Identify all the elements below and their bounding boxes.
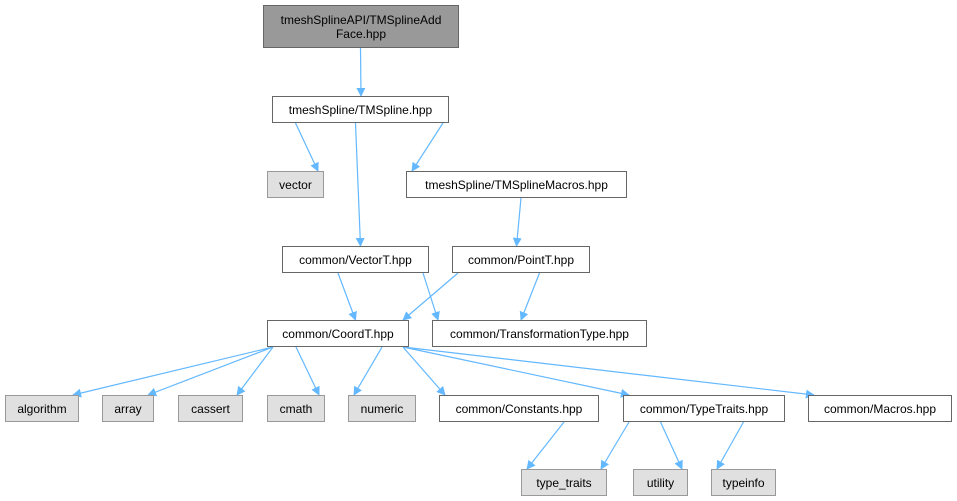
edge-vectort-to-coordt	[337, 272, 357, 321]
node-pointt[interactable]: common/PointT.hpp	[452, 246, 590, 273]
node-typeinfo-label: typeinfo	[722, 475, 765, 490]
edge-typetraits-to-typeinfo	[716, 421, 745, 470]
edge-pointt-to-coordt	[402, 272, 459, 321]
node-vector: vector	[267, 171, 324, 198]
node-macros-label: common/Macros.hpp	[823, 401, 937, 416]
edge-coordt-to-typetraits	[402, 346, 630, 398]
node-numeric: numeric	[348, 395, 416, 422]
node-vectort-label: common/VectorT.hpp	[299, 252, 412, 267]
node-pointt-label: common/PointT.hpp	[467, 252, 575, 267]
node-constants[interactable]: common/Constants.hpp	[439, 395, 599, 422]
node-coordt-label: common/CoordT.hpp	[282, 326, 394, 341]
node-array: array	[102, 395, 154, 422]
node-type-traits: type_traits	[521, 469, 607, 496]
node-macros[interactable]: common/Macros.hpp	[808, 395, 952, 422]
node-transformationtype[interactable]: common/TransformationType.hpp	[432, 320, 647, 347]
node-root-file[interactable]: tmeshSplineAPI/TMSplineAdd Face.hpp	[263, 5, 459, 48]
node-cassert-label: cassert	[191, 401, 230, 416]
edge-tmspline-to-tmsplinemacros	[411, 122, 444, 172]
edge-coordt-to-algorithm	[72, 346, 274, 398]
node-tmspline[interactable]: tmeshSpline/TMSpline.hpp	[272, 96, 449, 123]
node-typeinfo: typeinfo	[711, 469, 776, 496]
node-numeric-label: numeric	[360, 401, 404, 416]
edge-pointt-to-transformationtype	[519, 272, 541, 321]
node-typetraits-label: common/TypeTraits.hpp	[639, 401, 769, 416]
node-utility-label: utility	[646, 475, 675, 490]
node-tmsplinemacros-label: tmeshSpline/TMSplineMacros.hpp	[425, 177, 608, 192]
edge-tmspline-to-vector	[294, 122, 319, 172]
edge-coordt-to-cmath	[295, 346, 320, 396]
edge-tmsplinemacros-to-pointt	[512, 197, 522, 247]
node-algorithm: algorithm	[5, 395, 79, 422]
node-type-traits-label: type_traits	[536, 475, 592, 490]
edge-coordt-to-constants	[402, 346, 446, 396]
node-transformationtype-label: common/TransformationType.hpp	[450, 326, 629, 341]
node-cassert: cassert	[178, 395, 243, 422]
edge-root-to-tmspline	[356, 47, 366, 97]
edge-coordt-to-numeric	[353, 346, 383, 396]
edge-coordt-to-macros	[402, 346, 815, 399]
node-root-label-line1: tmeshSplineAPI/TMSplineAdd	[280, 12, 442, 27]
edge-coordt-to-cassert	[236, 346, 274, 396]
node-cmath-label: cmath	[279, 401, 313, 416]
node-tmsplinemacros[interactable]: tmeshSpline/TMSplineMacros.hpp	[406, 171, 627, 198]
node-constants-label: common/Constants.hpp	[455, 401, 583, 416]
node-typetraits[interactable]: common/TypeTraits.hpp	[623, 395, 785, 422]
node-algorithm-label: algorithm	[17, 401, 67, 416]
edge-constants-to-type_traits	[526, 421, 565, 470]
node-cmath: cmath	[267, 395, 325, 422]
node-vectort[interactable]: common/VectorT.hpp	[282, 246, 429, 273]
node-vector-label: vector	[279, 177, 312, 192]
edge-typetraits-to-utility	[659, 421, 683, 470]
node-utility: utility	[633, 469, 688, 496]
edge-typetraits-to-type_traits	[600, 421, 630, 470]
node-tmspline-label: tmeshSpline/TMSpline.hpp	[288, 102, 433, 117]
node-coordt[interactable]: common/CoordT.hpp	[267, 320, 409, 347]
node-array-label: array	[114, 401, 142, 416]
node-root-label-line2: Face.hpp	[335, 26, 387, 41]
edge-tmspline-to-vectort	[354, 122, 365, 247]
edge-coordt-to-array	[147, 346, 274, 397]
